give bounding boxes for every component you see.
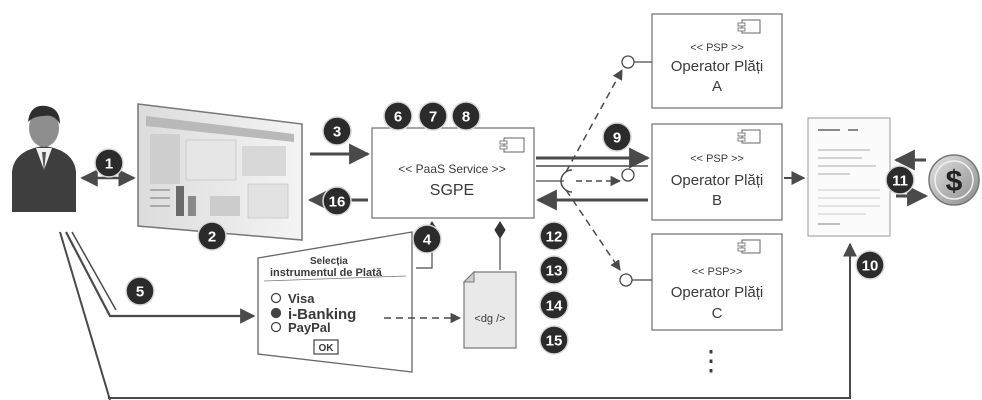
step-badge-8: 8 [451, 101, 481, 131]
operator-c-box: << PSP>> Operator Plăți C [651, 233, 783, 331]
step-badge-16: 16 [322, 186, 352, 216]
operator-c-stereotype: << PSP>> [692, 266, 743, 278]
step-badge-9: 9 [602, 122, 632, 152]
sgpe-name: SGPE [430, 182, 474, 199]
option-visa[interactable]: Visa [270, 291, 316, 306]
operator-b-stereotype: << PSP >> [690, 153, 744, 165]
step-badge-14: 14 [539, 290, 569, 320]
step-badge-label: 2 [208, 229, 216, 246]
step-badge-3: 3 [322, 116, 352, 146]
step-badge-5: 5 [125, 276, 155, 306]
step-badge-15: 15 [539, 325, 569, 355]
step-badge-label: 15 [546, 333, 563, 350]
option-ibanking[interactable]: i-Banking [270, 306, 357, 323]
option-paypal-label: PayPal [288, 320, 331, 335]
step-badge-label: 9 [613, 130, 621, 147]
ok-button[interactable]: OK [313, 339, 339, 355]
step-badge-label: 6 [394, 109, 402, 126]
web-page-icon [137, 103, 303, 241]
step-badge-1: 1 [94, 148, 124, 178]
step-badge-12: 12 [539, 221, 569, 251]
receipt-document-icon [807, 117, 891, 237]
document-label: <dg /> [474, 313, 505, 325]
option-ibanking-label: i-Banking [288, 306, 356, 323]
component-icon [737, 239, 761, 254]
option-visa-label: Visa [288, 291, 315, 306]
connectors [59, 55, 929, 400]
sgpe-stereotype: << PaaS Service >> [398, 162, 505, 176]
step-badge-label: 10 [862, 258, 879, 275]
step-badge-13: 13 [539, 255, 569, 285]
operator-a-letter: A [712, 78, 722, 95]
step-badge-6: 6 [383, 101, 413, 131]
operator-b-letter: B [712, 192, 722, 209]
step-badge-label: 11 [892, 173, 908, 190]
step-badge-label: 14 [546, 298, 563, 315]
component-icon [499, 137, 525, 153]
ok-button-label: OK [319, 343, 335, 354]
selection-title-line2: instrumentul de Plată [270, 267, 383, 279]
operator-b-name: Operator Plăți [671, 172, 764, 189]
operator-a-name: Operator Plăți [671, 58, 764, 75]
operator-a-box: << PSP >> Operator Plăți A [651, 13, 783, 109]
step-badge-11: 11 [885, 165, 915, 195]
config-document: <dg /> [462, 270, 517, 349]
user-icon [12, 105, 76, 212]
payment-selection-panel: Selecția instrumentul de Plată Visa i-Ba… [257, 231, 413, 373]
component-icon [737, 129, 761, 144]
step-badge-label: 4 [423, 232, 432, 249]
step-badge-label: 12 [546, 229, 563, 246]
step-badge-2: 2 [197, 221, 227, 251]
step-badge-10: 10 [855, 250, 885, 280]
step-badge-4: 4 [412, 224, 442, 254]
continuation-dots: ⋮ [697, 345, 725, 376]
selection-title-line1: Selecția [310, 256, 348, 267]
step-badge-label: 1 [105, 156, 113, 173]
operator-b-box: << PSP >> Operator Plăți B [651, 123, 783, 221]
operator-a-stereotype: << PSP >> [690, 42, 744, 54]
option-paypal[interactable]: PayPal [270, 320, 331, 335]
arrow-user-selection [65, 231, 256, 324]
step-badge-label: 5 [136, 284, 144, 301]
step-badge-label: 7 [429, 109, 437, 126]
step-badge-label: 8 [462, 109, 470, 126]
step-badge-label: 3 [333, 124, 341, 141]
operator-c-letter: C [712, 305, 723, 322]
svg-text:$: $ [946, 165, 963, 198]
dollar-coin-icon: $ [928, 154, 980, 206]
arrow-user-receipt [59, 232, 850, 400]
step-badge-7: 7 [418, 101, 448, 131]
step-badge-label: 16 [329, 194, 346, 211]
component-icon [737, 19, 761, 34]
operator-c-name: Operator Plăți [671, 284, 764, 301]
sgpe-component: << PaaS Service >> SGPE [371, 127, 535, 219]
step-badge-label: 13 [546, 263, 563, 280]
